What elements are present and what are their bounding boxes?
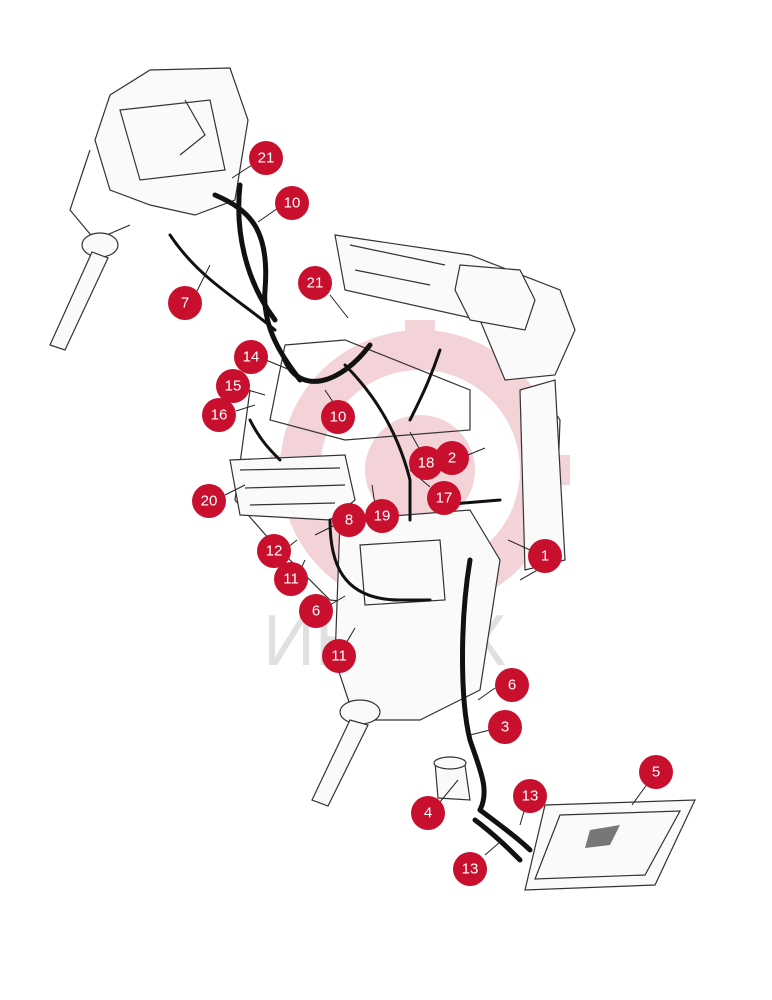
svg-text:3: 3	[501, 719, 509, 736]
svg-text:4: 4	[424, 805, 432, 822]
svg-text:2: 2	[448, 450, 456, 467]
svg-text:16: 16	[211, 407, 228, 424]
callout-3: 3	[488, 710, 522, 744]
callout-6-right: 6	[495, 668, 529, 702]
svg-text:13: 13	[522, 788, 539, 805]
callout-13-left: 13	[453, 852, 487, 886]
callouts: 21 10 7 21 14 15 16 10 18 2 20	[168, 141, 673, 886]
callout-10-upper: 10	[275, 186, 309, 220]
oil-cooler	[524, 799, 696, 891]
callout-18: 18	[409, 446, 443, 480]
svg-text:14: 14	[243, 349, 260, 366]
callout-11-lower: 11	[322, 639, 356, 673]
callout-1: 1	[528, 539, 562, 573]
svg-text:13: 13	[462, 861, 479, 878]
callout-19: 19	[365, 499, 399, 533]
callout-11-upper: 11	[274, 562, 308, 596]
svg-text:5: 5	[652, 764, 660, 781]
callout-12: 12	[257, 534, 291, 568]
callout-15: 15	[216, 369, 250, 403]
callout-2: 2	[435, 441, 469, 475]
svg-text:6: 6	[508, 677, 516, 694]
callout-10-middle: 10	[321, 400, 355, 434]
callout-4: 4	[411, 796, 445, 830]
svg-text:8: 8	[345, 512, 353, 529]
svg-text:11: 11	[331, 648, 347, 665]
svg-text:21: 21	[258, 150, 275, 167]
svg-text:11: 11	[283, 571, 299, 588]
svg-text:20: 20	[201, 493, 218, 510]
callout-13-right: 13	[513, 779, 547, 813]
callout-17: 17	[427, 481, 461, 515]
svg-text:19: 19	[374, 508, 391, 525]
svg-text:10: 10	[330, 409, 347, 426]
callout-7: 7	[168, 286, 202, 320]
svg-text:18: 18	[418, 455, 435, 472]
svg-text:1: 1	[541, 548, 549, 565]
central-frame	[234, 234, 576, 611]
callout-21-upper: 21	[249, 141, 283, 175]
svg-text:15: 15	[225, 378, 242, 395]
hydraulic-hoses	[168, 182, 533, 863]
callout-20: 20	[192, 484, 226, 518]
callout-5: 5	[639, 755, 673, 789]
svg-text:21: 21	[307, 275, 324, 292]
svg-text:10: 10	[284, 195, 301, 212]
callout-16: 16	[202, 398, 236, 432]
svg-text:7: 7	[181, 295, 189, 312]
svg-text:17: 17	[436, 490, 453, 507]
callout-8: 8	[332, 503, 366, 537]
svg-text:12: 12	[266, 543, 283, 560]
svg-text:6: 6	[312, 603, 320, 620]
callout-6-left: 6	[299, 594, 333, 628]
callout-21-middle: 21	[298, 266, 332, 300]
filter-canister	[433, 756, 471, 801]
upper-transmission-housing	[49, 67, 249, 351]
callout-14: 14	[234, 340, 268, 374]
lower-transmission-housing	[311, 509, 501, 807]
